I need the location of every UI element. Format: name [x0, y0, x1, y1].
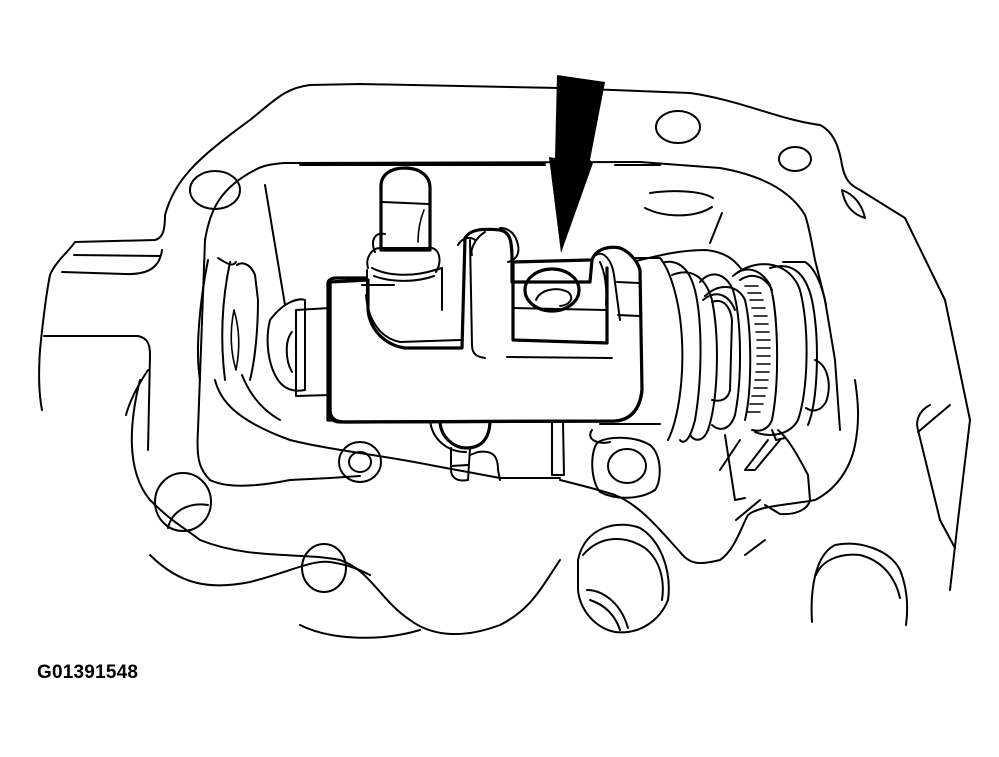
casting-edges — [299, 162, 661, 166]
housing-outline — [38, 83, 971, 639]
left-bore — [197, 257, 561, 479]
lower-rod — [429, 418, 501, 482]
lower-right-flange — [559, 379, 956, 634]
inner-cavity — [196, 161, 841, 487]
cylinder-body — [326, 166, 644, 424]
flange-bolt-holes — [154, 110, 866, 593]
figure-id-label: G01391548 — [37, 662, 139, 683]
callout-arrow-icon — [549, 75, 605, 253]
lower-center-nut — [551, 419, 661, 499]
